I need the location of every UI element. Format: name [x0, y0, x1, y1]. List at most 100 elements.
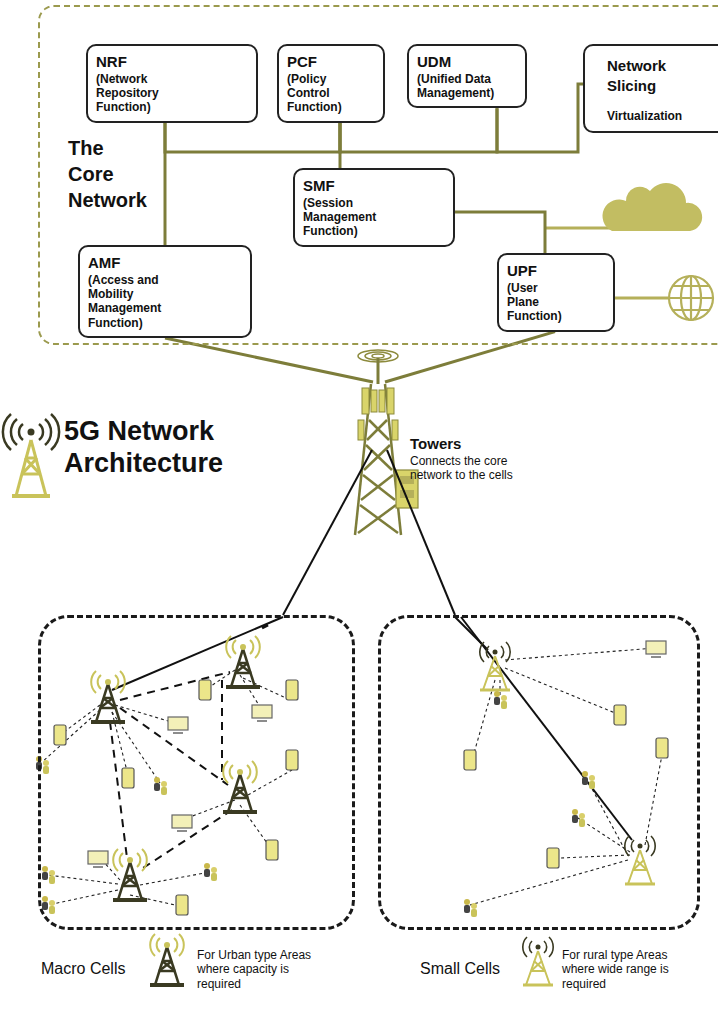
phone: [286, 750, 298, 770]
backhaul-lines: [112, 617, 632, 840]
phone: [199, 680, 211, 700]
tower-illustration-part-part: [387, 388, 394, 414]
title-icon-part-part: [22, 458, 37, 474]
backhaul-lines-part: [262, 625, 268, 628]
people: [42, 896, 55, 914]
title-icon-part: [3, 414, 59, 450]
tower-illustration: [355, 350, 418, 535]
globe-icon-part: [673, 286, 709, 310]
phone: [266, 840, 278, 860]
title-icon-part: [28, 429, 35, 436]
monitor: [88, 851, 108, 867]
legend-macro-icon: [150, 934, 184, 985]
title-icon-part-part: [45, 419, 51, 445]
tower-links-part: [221, 680, 223, 780]
core-network-region: The Core NetworkNRF(Network Repository F…: [38, 5, 718, 345]
tower-links: [110, 672, 232, 870]
tower-illustration-part: [377, 358, 380, 384]
tower-illustration-part-part: [358, 420, 364, 440]
device-links-part: [248, 770, 292, 795]
phone: [286, 680, 298, 700]
connector-line: [339, 123, 342, 168]
tower-illustration-part-part: [358, 505, 396, 533]
phone: [54, 725, 66, 745]
internet-link: [615, 297, 668, 300]
people: [494, 691, 507, 709]
node-heading: Towers: [410, 435, 525, 452]
backhaul-lines-part: [461, 617, 632, 840]
small-tower: [480, 642, 510, 690]
node-description: Connects the core network to the cells: [410, 454, 525, 483]
macro-cell-region: Macro Cells: [38, 615, 355, 930]
device-links-part: [578, 818, 630, 852]
small-cell-region: Small Cells: [378, 615, 700, 930]
tower-illustration-part-part: [366, 445, 392, 470]
globe-icon: [669, 276, 713, 320]
phone: [547, 848, 559, 868]
phone: [122, 768, 134, 788]
phone: [656, 738, 668, 758]
device-links-part: [590, 785, 625, 850]
legend-small-icon: [523, 937, 553, 985]
node-description: (Access and Mobility Management Function…: [88, 273, 161, 331]
tower-illustration-part-part: [371, 390, 377, 412]
function-box: UPF(User Plane Function): [497, 253, 615, 332]
cell-towers: [91, 636, 655, 900]
macro-tower: [223, 761, 257, 812]
tower-links-part: [120, 708, 228, 785]
connector-line: [165, 123, 340, 152]
device-links-part: [645, 755, 662, 845]
device-links-part: [48, 890, 118, 905]
device-links-part: [48, 875, 118, 884]
diagram-title: 5G Network Architecture: [64, 416, 223, 480]
cloud-icon: [602, 183, 702, 231]
connector-line: [283, 450, 372, 615]
connector-line: [455, 212, 545, 253]
title-icon-part-part: [12, 494, 50, 498]
function-box: UDM(Unified Data Management): [407, 44, 527, 108]
node-description: (Session Management Function): [303, 196, 376, 239]
device-links-part: [505, 668, 620, 715]
device-links-part: [560, 855, 630, 858]
monitor: [646, 641, 666, 657]
title-icon-part-part: [3, 414, 11, 450]
device-links: [42, 648, 662, 905]
people: [154, 777, 167, 795]
node-heading: AMF: [88, 253, 121, 273]
macro-tower: [113, 849, 147, 900]
tower-illustration-part-part: [369, 420, 389, 440]
phone: [464, 750, 476, 770]
tower-illustration-part: [355, 384, 401, 535]
title-icon: [3, 414, 59, 496]
macro-tower: [91, 671, 125, 722]
legend-text: For rural type Areas where wide range is…: [562, 948, 690, 991]
node-description: Virtualization: [607, 109, 682, 123]
node-heading: UDM: [417, 52, 451, 72]
connector-line: [385, 332, 555, 382]
title-icon-part-part: [11, 419, 17, 445]
title-icon-part-part: [39, 424, 43, 440]
function-box: AMF(Access and Mobility Management Funct…: [78, 245, 252, 338]
tower-links-part: [110, 722, 127, 858]
node-heading: SMF: [303, 176, 335, 196]
device-links-part: [472, 680, 495, 760]
title-icon-part: [12, 440, 50, 496]
node-heading: Small Cells: [420, 960, 500, 978]
title-icon-part-part: [25, 458, 40, 474]
people: [572, 809, 585, 827]
function-box: PCF(Policy Control Function): [277, 44, 385, 123]
node-description: (Network Repository Function): [96, 72, 159, 115]
node-description: (Unified Data Management): [417, 72, 494, 101]
tower-illustration-part-part: [372, 354, 384, 358]
globe-icon-part: [690, 276, 692, 320]
node-heading: The Core Network: [68, 135, 147, 213]
tower-illustration-part-part: [392, 420, 398, 440]
node-description: (User Plane Function): [507, 281, 562, 324]
node-description: (Policy Control Function): [287, 72, 342, 115]
function-box: SMF(Session Management Function): [293, 168, 455, 247]
phone: [176, 895, 188, 915]
tower-links-part: [140, 810, 232, 870]
people: [42, 866, 55, 884]
